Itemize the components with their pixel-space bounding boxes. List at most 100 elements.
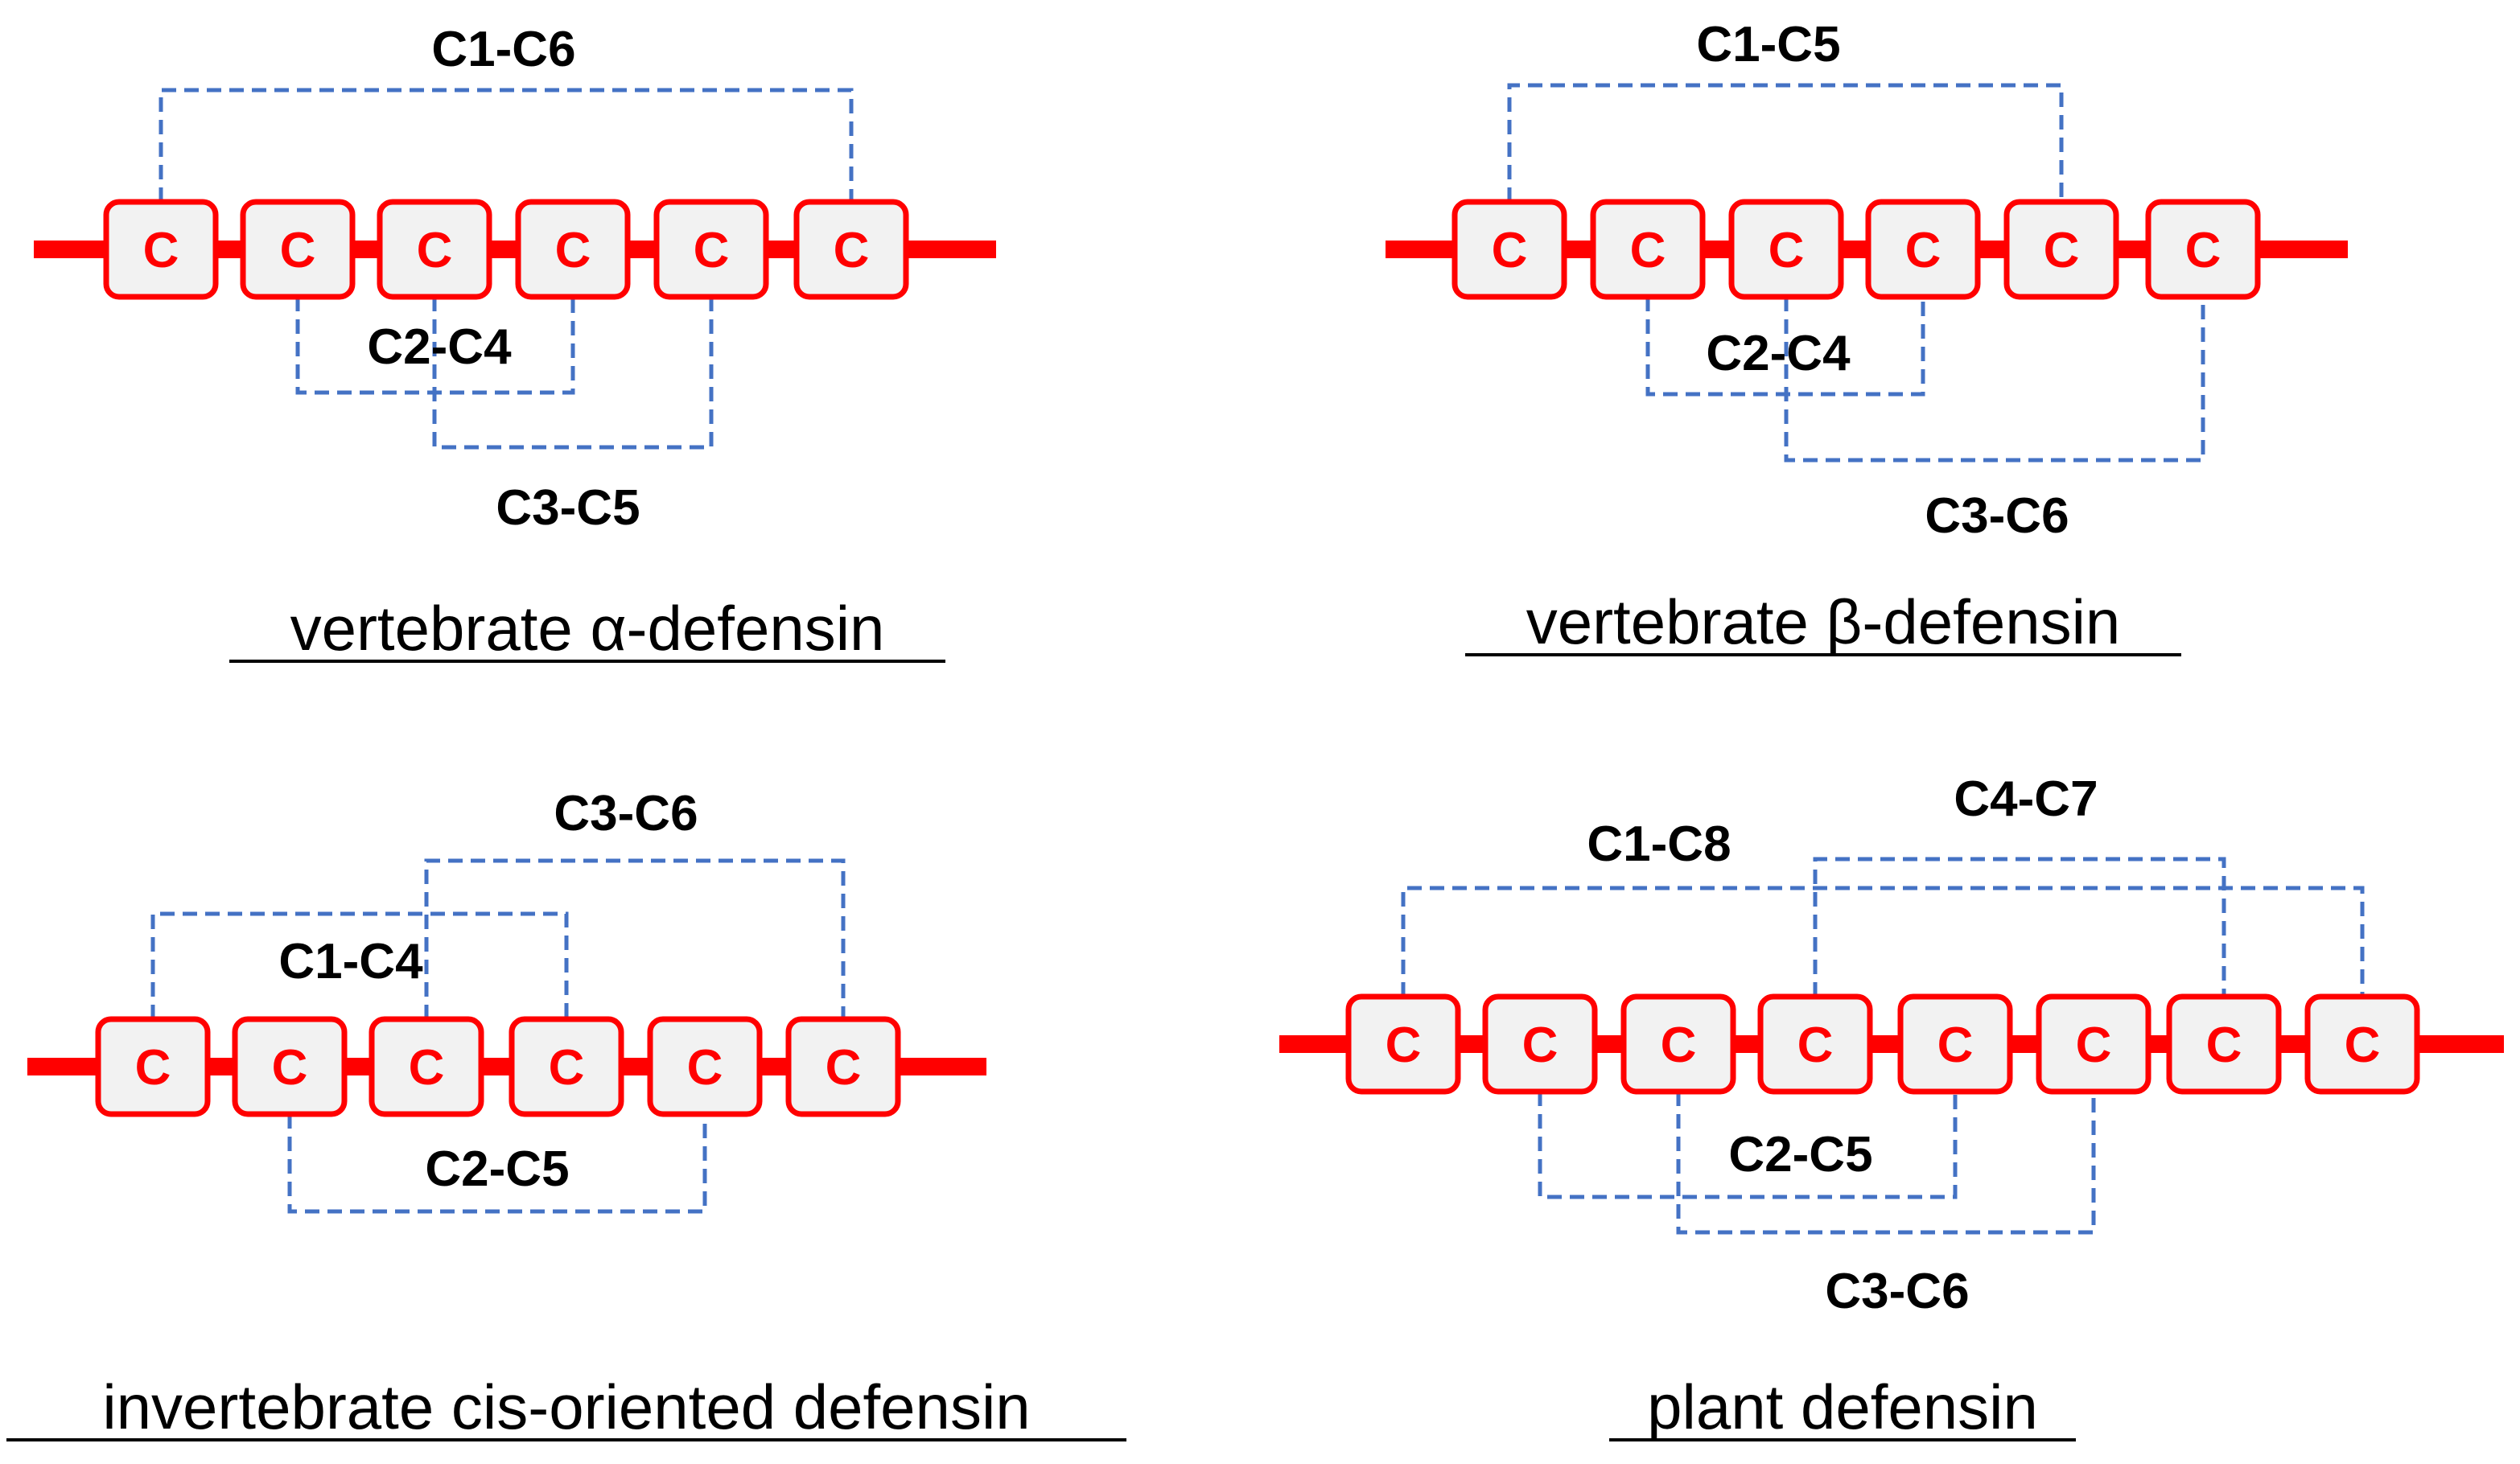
residue-label: C	[1905, 223, 1941, 278]
residue-box	[1728, 199, 1844, 300]
cysteine-residue-6: C	[2145, 199, 2261, 300]
residue-box	[1897, 993, 2013, 1095]
residue-label: C	[272, 1040, 308, 1096]
residue-label: C	[143, 223, 179, 278]
residue-label: C	[1769, 223, 1805, 278]
bond-label-c2-c5: C2-C5	[425, 1141, 569, 1197]
bond-label-c1-c4: C1-C4	[278, 934, 423, 989]
residue-label: C	[2044, 223, 2080, 278]
residue-box	[2003, 199, 2119, 300]
residue-box	[240, 199, 356, 300]
residue-box	[1590, 199, 1706, 300]
residue-box	[369, 1016, 484, 1117]
residue-label: C	[1937, 1018, 1974, 1073]
residue-label: C	[1661, 1018, 1697, 1073]
disulfide-bond-c3-c6	[1676, 1092, 2096, 1235]
panel-title: invertebrate cis-oriented defensin	[102, 1371, 1030, 1442]
panel-title: vertebrate α-defensin	[290, 593, 885, 664]
cysteine-residue-8: C	[2304, 993, 2420, 1095]
residue-label: C	[1522, 1018, 1559, 1073]
cysteine-residue-3: C	[1728, 199, 1844, 300]
bond-label-c3-c5: C3-C5	[496, 480, 640, 536]
cysteine-residue-5: C	[647, 1016, 763, 1117]
residue-label: C	[687, 1040, 723, 1096]
cysteine-residue-4: C	[515, 199, 631, 300]
residue-box	[2166, 993, 2282, 1095]
residue-box	[785, 1016, 901, 1117]
residue-box	[1451, 199, 1567, 300]
disulfide-bond-c3-c6	[1784, 297, 2205, 463]
residue-box	[95, 1016, 211, 1117]
residue-label: C	[2185, 223, 2221, 278]
residue-box	[232, 1016, 348, 1117]
cysteine-residue-4: C	[1865, 199, 1981, 300]
residue-label: C	[2206, 1018, 2242, 1073]
cysteine-residue-5: C	[653, 199, 769, 300]
panel-title: plant defensin	[1647, 1371, 2038, 1442]
disulfide-bond-c1-c8	[1401, 886, 2365, 997]
residue-box	[2304, 993, 2420, 1095]
cysteine-residue-6: C	[793, 199, 909, 300]
cysteine-residue-1: C	[1345, 993, 1461, 1095]
bond-label-c3-c6: C3-C6	[1825, 1264, 1969, 1319]
panel-title: vertebrate β-defensin	[1526, 586, 2121, 657]
cysteine-residue-3: C	[377, 199, 492, 300]
cysteine-residue-5: C	[2003, 199, 2119, 300]
residue-box	[509, 1016, 624, 1117]
residue-label: C	[135, 1040, 171, 1096]
cysteine-residue-4: C	[509, 1016, 624, 1117]
residue-label: C	[1630, 223, 1666, 278]
cysteine-residue-6: C	[785, 1016, 901, 1117]
bond-label-c1-c8: C1-C8	[1587, 816, 1731, 872]
cysteine-residue-2: C	[232, 1016, 348, 1117]
cysteine-residue-6: C	[2036, 993, 2151, 1095]
residue-label: C	[280, 223, 316, 278]
residue-box	[1482, 993, 1598, 1095]
residue-label: C	[2076, 1018, 2112, 1073]
cysteine-residue-7: C	[2166, 993, 2282, 1095]
residue-label: C	[409, 1040, 445, 1096]
residue-box	[793, 199, 909, 300]
cysteine-residue-1: C	[1451, 199, 1567, 300]
cysteine-residue-3: C	[1620, 993, 1736, 1095]
cysteine-residue-5: C	[1897, 993, 2013, 1095]
cysteine-residue-2: C	[240, 199, 356, 300]
bond-label-c1-c5: C1-C5	[1696, 17, 1840, 72]
bond-label-c3-c6: C3-C6	[1925, 488, 2069, 544]
disulfide-bond-c2-c5	[287, 1114, 707, 1214]
residue-label: C	[1492, 223, 1528, 278]
disulfide-bond-c3-c5	[432, 297, 714, 450]
disulfide-bond-c1-c4	[150, 911, 569, 1019]
bond-label-c2-c5: C2-C5	[1728, 1127, 1872, 1182]
bond-label-c3-c6: C3-C6	[554, 786, 698, 841]
cysteine-residue-2: C	[1482, 993, 1598, 1095]
bond-label-c1-c6: C1-C6	[431, 22, 575, 77]
residue-box	[2145, 199, 2261, 300]
cysteine-residue-4: C	[1757, 993, 1873, 1095]
residue-label: C	[834, 223, 870, 278]
residue-box	[647, 1016, 763, 1117]
residue-box	[1757, 993, 1873, 1095]
residue-label: C	[1797, 1018, 1834, 1073]
disulfide-bond-c3-c6	[424, 858, 846, 1019]
residue-label: C	[826, 1040, 862, 1096]
residue-label: C	[417, 223, 453, 278]
cysteine-residue-2: C	[1590, 199, 1706, 300]
residue-box	[1345, 993, 1461, 1095]
disulfide-bond-c2-c5	[1538, 1092, 1958, 1199]
residue-box	[515, 199, 631, 300]
residue-label: C	[1386, 1018, 1422, 1073]
disulfide-bond-c1-c5	[1507, 83, 2064, 202]
residue-box	[103, 199, 219, 300]
residue-box	[2036, 993, 2151, 1095]
residue-label: C	[2345, 1018, 2381, 1073]
bond-label-c4-c7: C4-C7	[1954, 771, 2098, 827]
cysteine-residue-3: C	[369, 1016, 484, 1117]
residue-box	[653, 199, 769, 300]
residue-label: C	[555, 223, 591, 278]
